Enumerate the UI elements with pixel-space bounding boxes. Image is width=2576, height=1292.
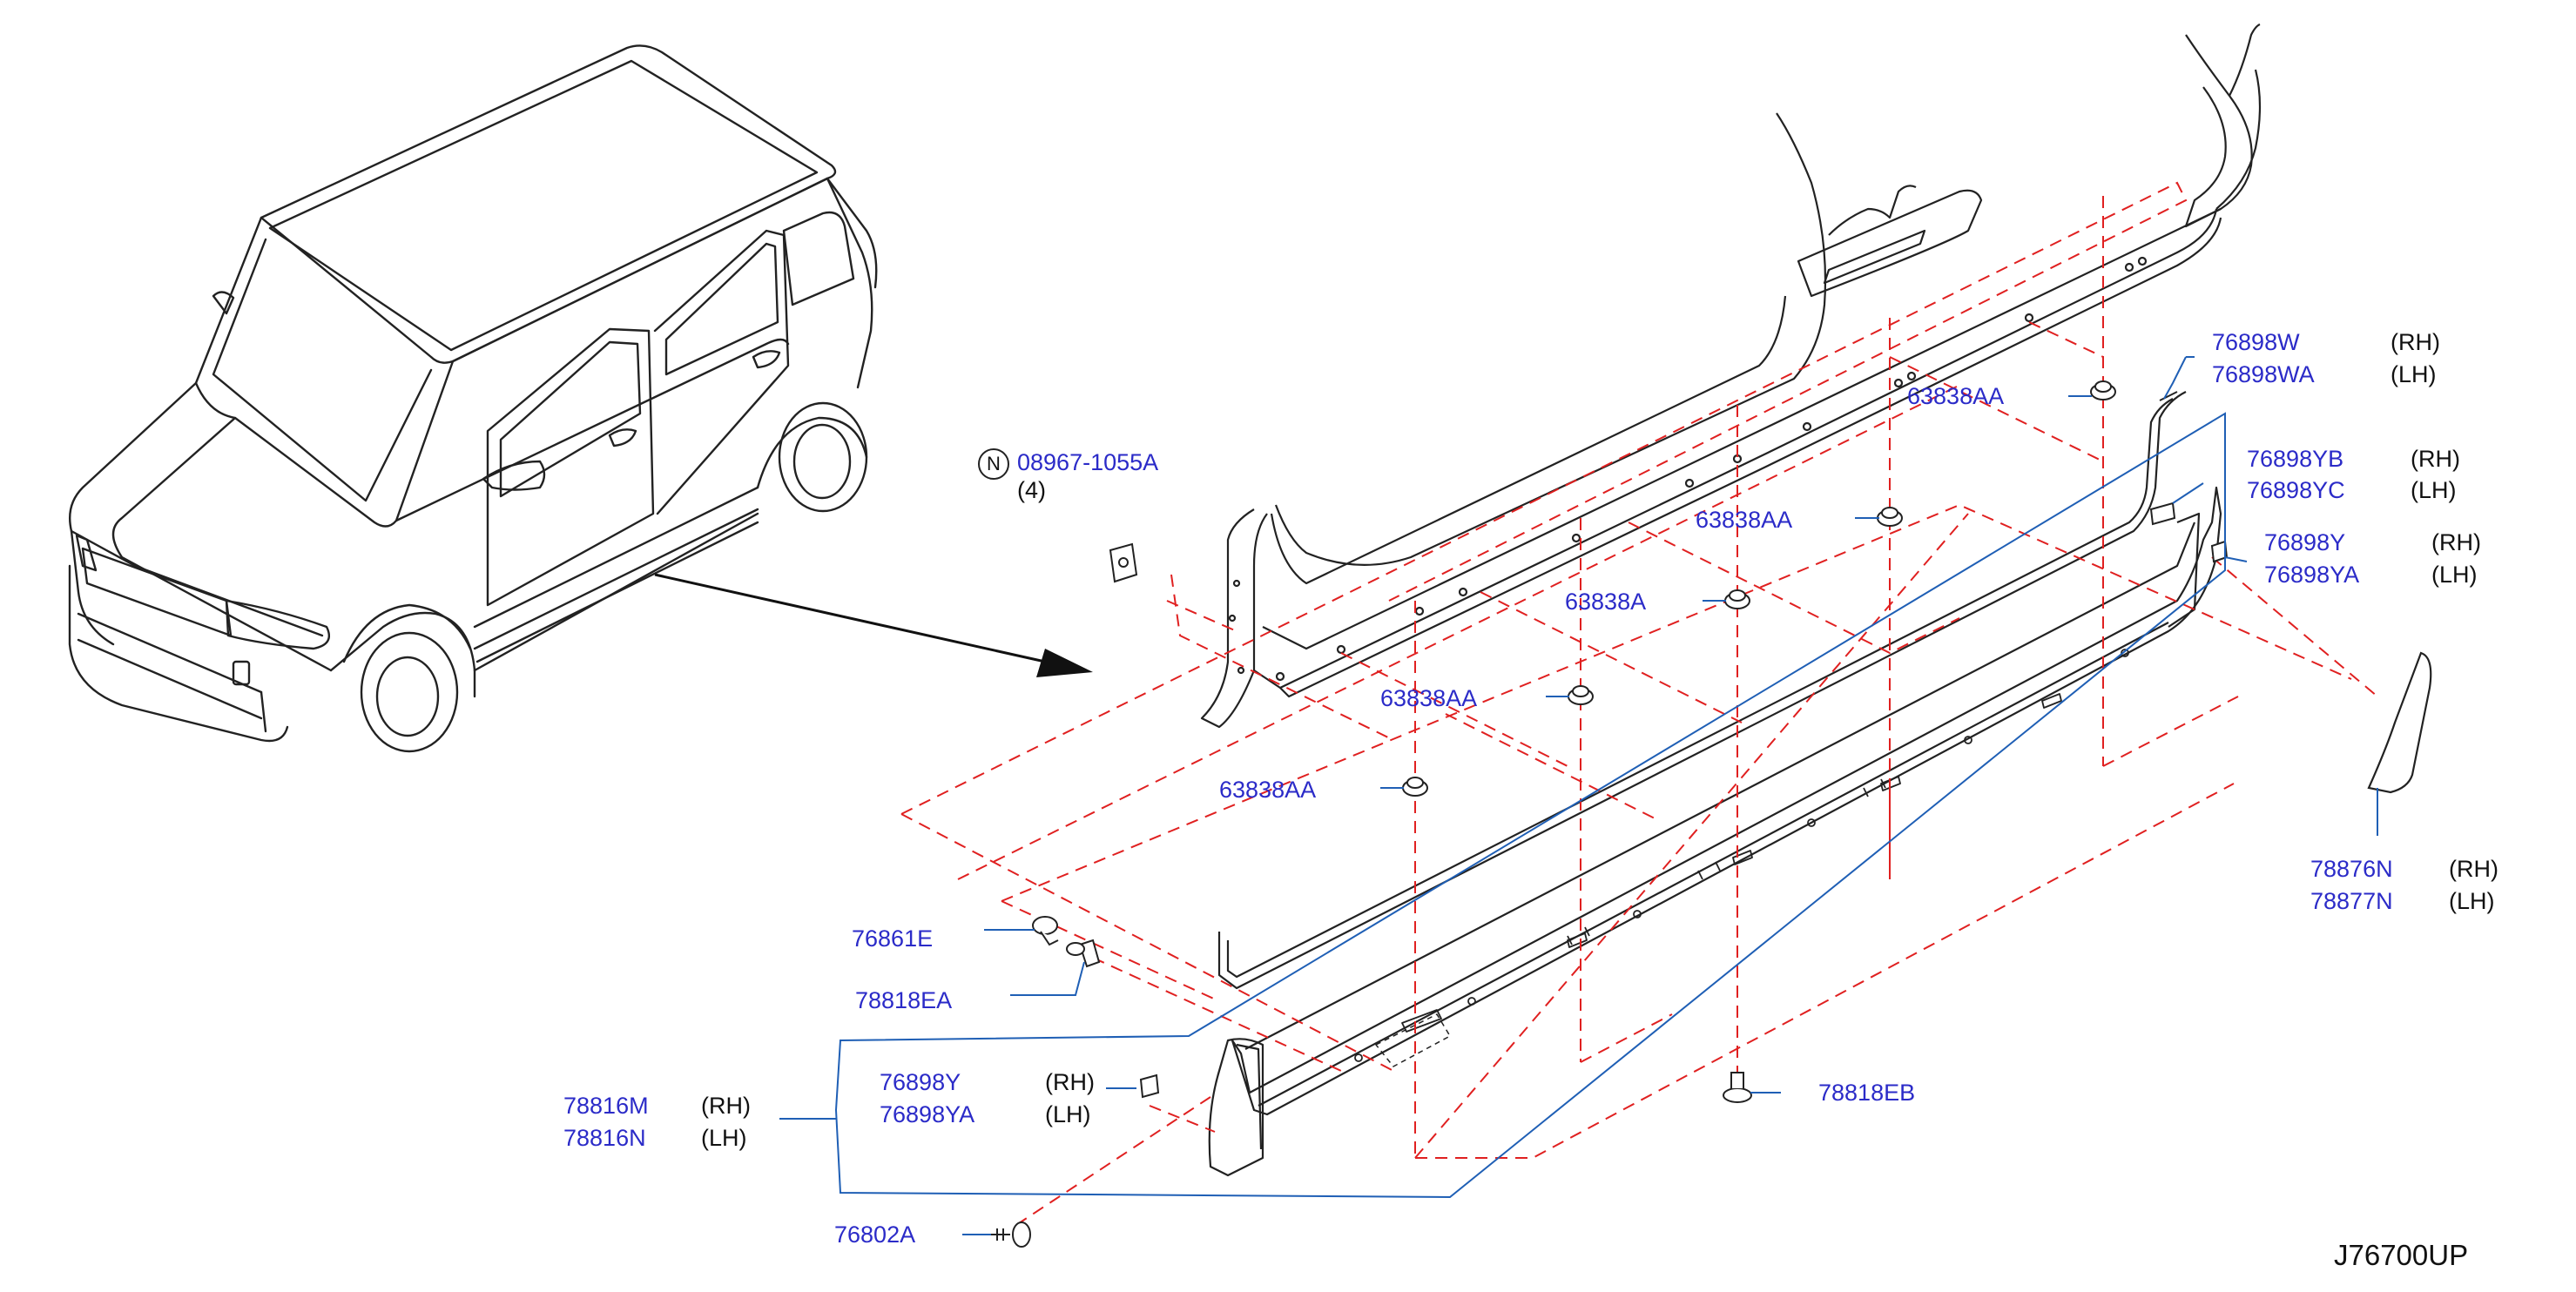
nut-icon (1402, 777, 1428, 797)
side-label: (LH) (701, 1125, 747, 1151)
part-label[interactable]: 76898YC (2247, 477, 2345, 503)
nut-icon (1724, 589, 1750, 609)
part-label[interactable]: 78816M (563, 1093, 649, 1119)
part-label[interactable]: 76898W (2212, 329, 2300, 355)
nut-icon (1877, 507, 1903, 527)
part-label[interactable]: 63838A (1565, 589, 1647, 615)
grommet-icon (1032, 916, 1059, 946)
leader-lines (779, 356, 2378, 1235)
part-label[interactable]: 76898Y (880, 1069, 961, 1095)
part-label[interactable]: 78818EA (855, 987, 953, 1013)
side-label: (RH) (701, 1093, 751, 1119)
clip-icon (1066, 939, 1101, 968)
part-label[interactable]: 76898WA (2212, 361, 2315, 387)
sill-molding (1208, 391, 2222, 1177)
diagram-reference-code: J76700UP (2334, 1239, 2469, 1271)
mudflap-icon (2367, 651, 2432, 794)
part-qty: (4) (1017, 477, 1046, 503)
side-label: (LH) (2431, 562, 2478, 588)
body-side-panel (1200, 23, 2262, 729)
direction-arrow (654, 573, 1093, 677)
side-label: (LH) (1045, 1101, 1091, 1127)
side-label: (RH) (2431, 529, 2481, 555)
clip-nuts (1402, 380, 2116, 797)
screw-icon (991, 1221, 1031, 1248)
part-label[interactable]: 63838AA (1380, 685, 1478, 711)
pad-icon (2149, 501, 2176, 526)
part-label[interactable]: 78877N (2310, 888, 2393, 914)
part-label[interactable]: 63838AA (1219, 777, 1317, 803)
side-label: (LH) (2449, 888, 2495, 914)
part-label[interactable]: 08967-1055A (1017, 449, 1159, 475)
side-label: (RH) (2449, 856, 2498, 882)
part-label[interactable]: 76861E (852, 925, 934, 952)
side-label: (RH) (1045, 1069, 1095, 1095)
side-label: (LH) (2411, 477, 2457, 503)
part-label[interactable]: 76898YA (2264, 562, 2360, 588)
nut-icon (2090, 380, 2116, 400)
side-label: (RH) (2391, 329, 2440, 355)
part-label[interactable]: 76898YA (880, 1101, 975, 1127)
side-label: (RH) (2411, 446, 2460, 472)
part-label[interactable]: 78816N (563, 1125, 646, 1151)
part-label[interactable]: 76898YB (2247, 446, 2344, 472)
dashed-guides (900, 181, 2378, 1224)
small-parts (991, 391, 2432, 1248)
part-label[interactable]: 63838AA (1696, 507, 1793, 533)
part-label[interactable]: 78876N (2310, 856, 2393, 882)
clip-icon (1139, 1073, 1160, 1099)
clip-icon (1723, 1072, 1752, 1103)
part-label[interactable]: 78818EB (1818, 1080, 1916, 1106)
nut-icon (1568, 685, 1594, 705)
vehicle-illustration (68, 44, 878, 753)
part-label[interactable]: 76802A (834, 1221, 916, 1248)
part-label[interactable]: 76898Y (2264, 529, 2346, 555)
side-label: (LH) (2391, 361, 2437, 387)
part-label[interactable]: 63838AA (1907, 383, 2005, 409)
note-n-symbol: N (978, 448, 1009, 480)
